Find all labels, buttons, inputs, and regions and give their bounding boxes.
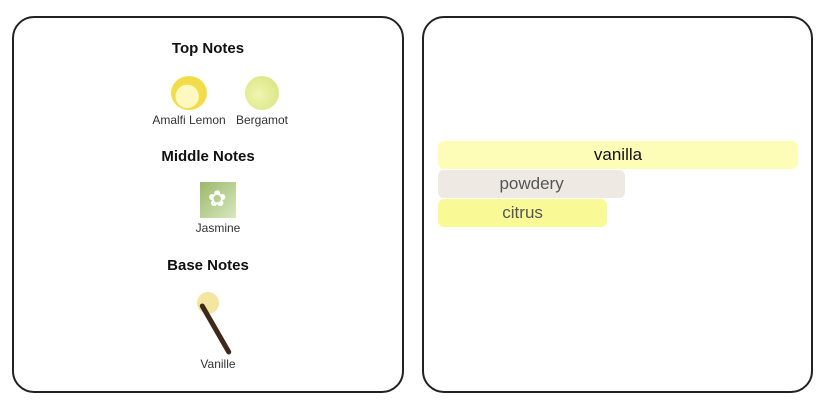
jasmine-icon — [200, 182, 236, 218]
note-jasmine[interactable]: Jasmine — [180, 182, 256, 235]
note-vanille[interactable]: Vanille — [180, 290, 256, 371]
vanilla-icon — [183, 290, 253, 354]
accord-bar-powdery: powdery — [438, 170, 626, 198]
accord-bar-citrus: citrus — [438, 199, 608, 227]
note-label: Bergamot — [235, 113, 289, 127]
note-label: Vanille — [200, 357, 236, 371]
note-bergamot[interactable]: Bergamot — [230, 76, 294, 127]
notes-pyramid-panel: Top Notes Amalfi Lemon Bergamot Middle N… — [12, 16, 404, 393]
accord-bar-vanilla: vanilla — [438, 141, 798, 169]
accord-label: citrus — [502, 203, 543, 222]
accord-label: vanilla — [593, 145, 643, 164]
bergamot-icon — [245, 76, 279, 110]
middle-notes-heading: Middle Notes — [161, 148, 255, 165]
note-label: Amalfi Lemon — [152, 113, 226, 127]
note-amalfi-lemon[interactable]: Amalfi Lemon — [144, 76, 234, 127]
note-label: Jasmine — [195, 221, 241, 235]
lemon-icon — [171, 76, 207, 110]
top-notes-heading: Top Notes — [171, 40, 245, 57]
base-notes-heading: Base Notes — [167, 257, 249, 274]
accord-label: powdery — [499, 174, 564, 193]
main-accords-panel: vanilla powdery citrus — [422, 16, 813, 393]
accord-bars: vanilla powdery citrus — [438, 141, 798, 228]
